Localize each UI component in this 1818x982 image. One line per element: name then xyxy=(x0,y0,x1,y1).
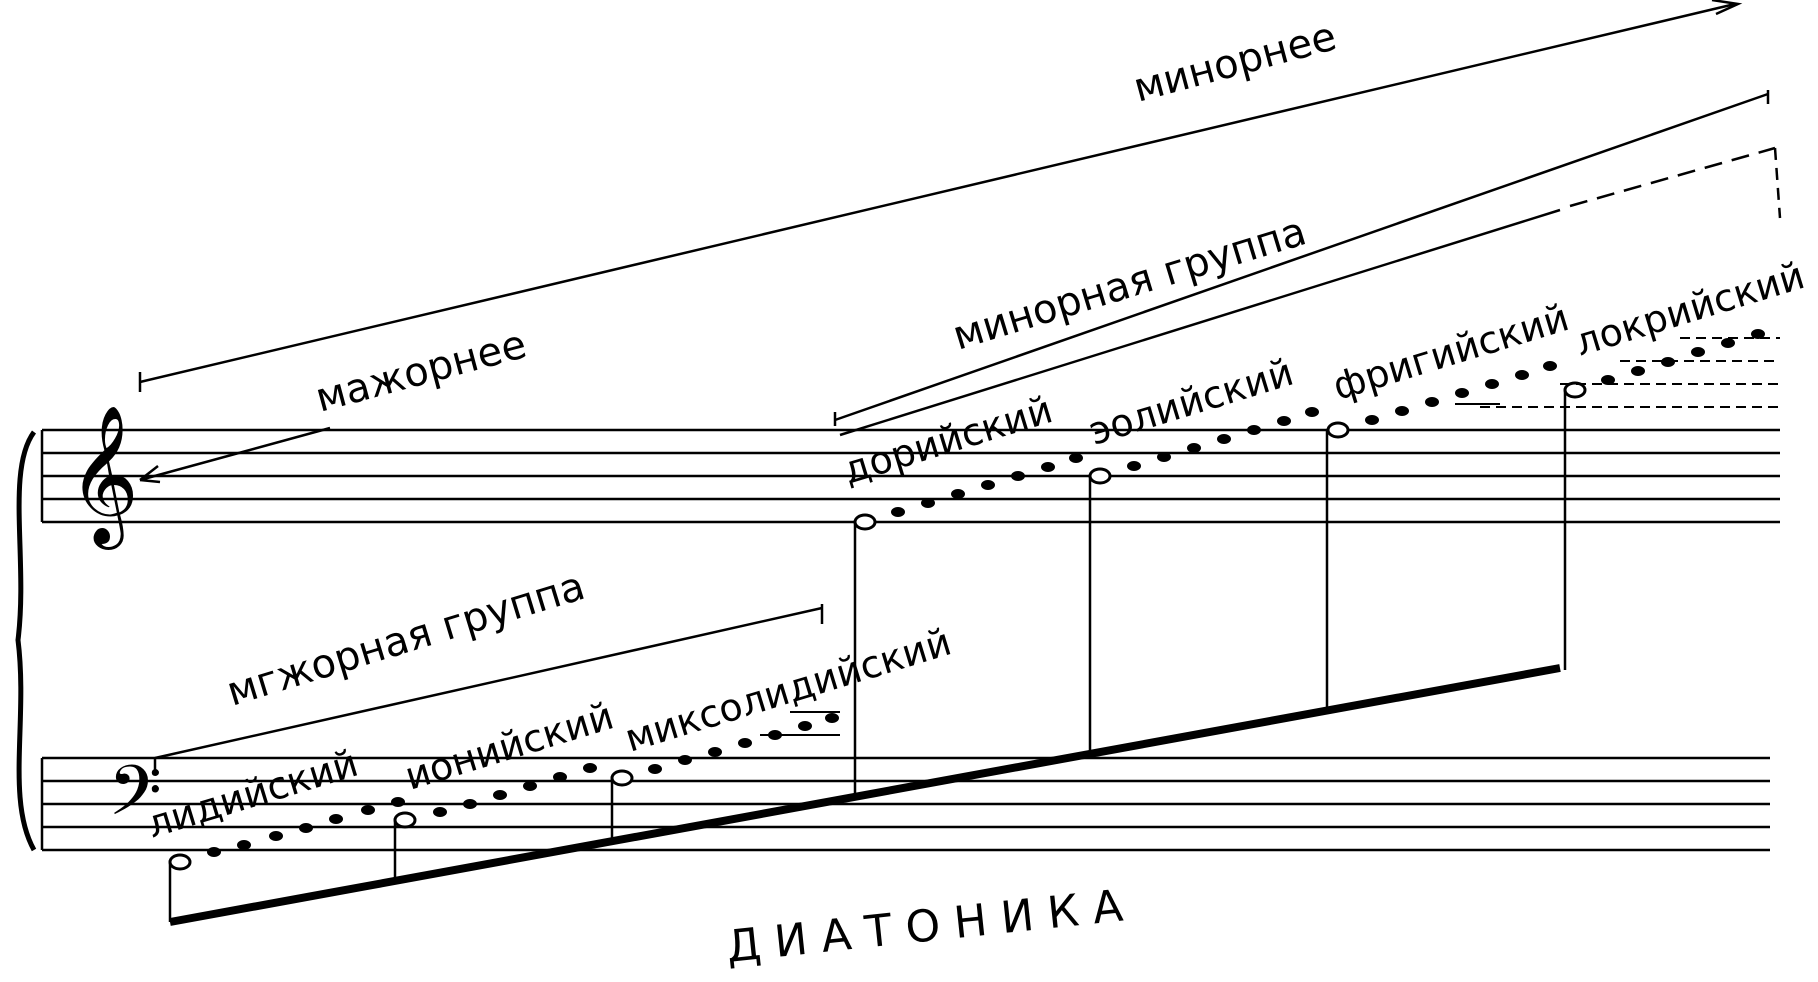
mixolydian-scale xyxy=(610,713,839,787)
aeolian-scale xyxy=(1088,407,1319,485)
tonic-baseline xyxy=(169,664,1561,926)
ionian-label: ионийский xyxy=(400,694,619,799)
phrygian-scale xyxy=(1326,361,1557,439)
mixolydian-ledger-lines xyxy=(760,711,840,736)
tonic-stems xyxy=(168,390,1567,922)
aeolian-label: эолийский xyxy=(1084,350,1299,454)
bass-staff xyxy=(40,756,1770,852)
treble-staff xyxy=(40,428,1780,524)
minor-group-label: минорная группа xyxy=(947,208,1311,359)
dorian-scale xyxy=(853,453,1083,531)
major-group-label: мгжорная группа xyxy=(221,563,590,716)
more-minor-label: минорнее xyxy=(1129,14,1341,112)
ionian-scale xyxy=(393,763,597,829)
treble-clef-icon: 𝄞 xyxy=(68,405,139,550)
locrian-ledger-lines xyxy=(1480,337,1780,408)
lydian-scale xyxy=(168,797,405,871)
mixolydian-label: миксолидийский xyxy=(620,620,956,761)
lydian-label: лидийский xyxy=(142,741,363,847)
minor-more-bracket xyxy=(833,90,1770,426)
bass-clef-icon: 𝄢 xyxy=(108,750,162,848)
grand-staff-brace xyxy=(15,430,37,852)
locrian-label: локрийский xyxy=(1570,253,1810,364)
major-minor-arrow xyxy=(138,0,1743,484)
minor-group-bracket xyxy=(839,146,1782,437)
major-group-bracket xyxy=(153,604,824,772)
diagram-caption: ДИАТОНИКА xyxy=(724,879,1139,973)
more-major-label: мажорнее xyxy=(311,321,532,421)
phrygian-label: фригийский xyxy=(1328,295,1574,408)
